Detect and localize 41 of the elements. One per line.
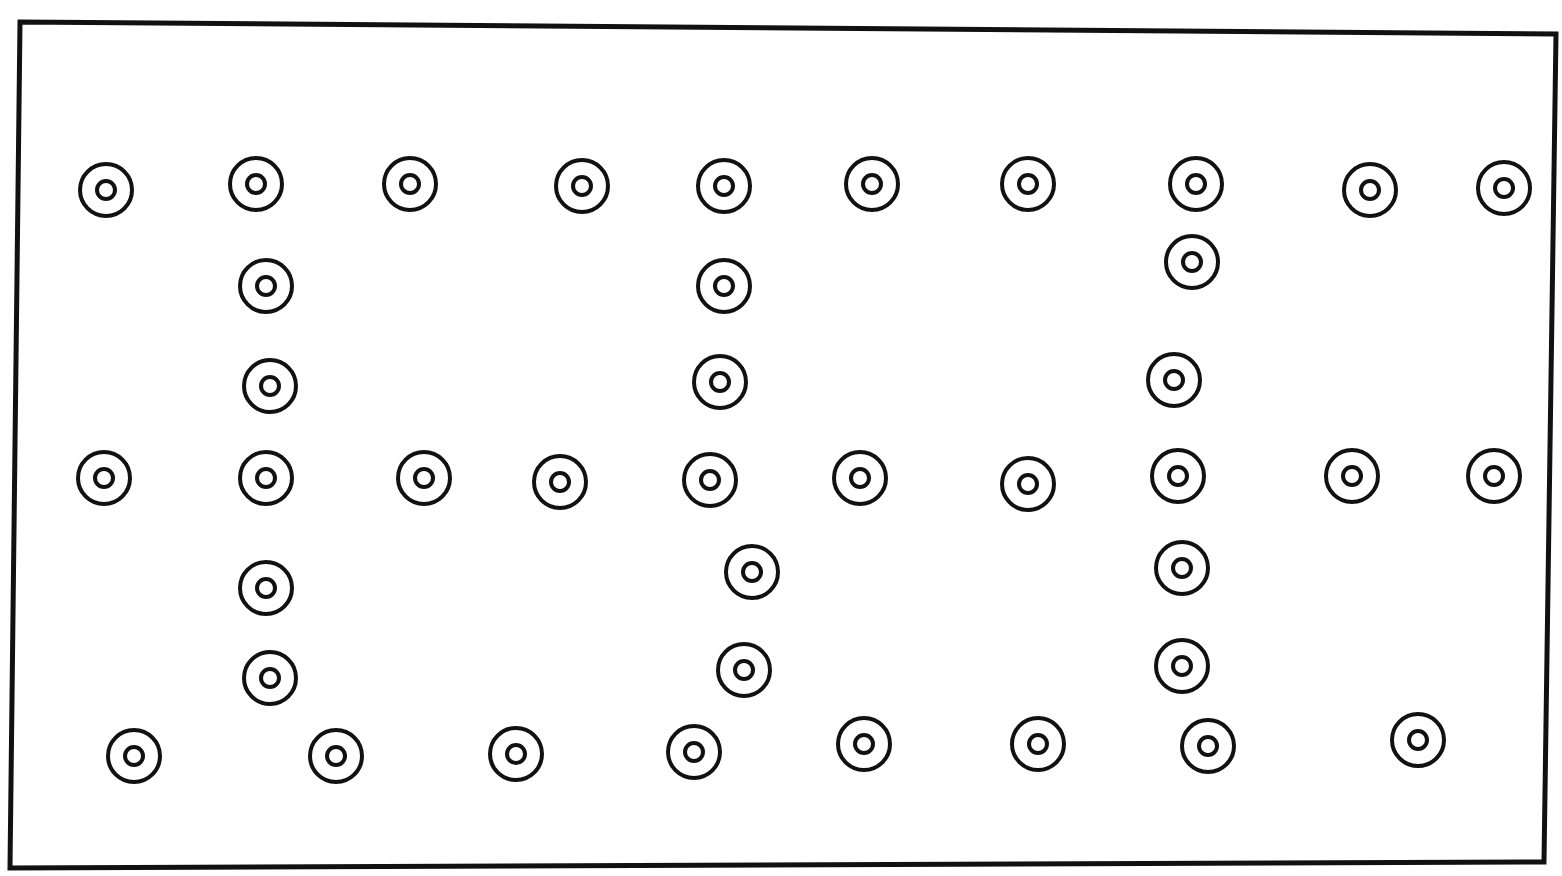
ring-marker bbox=[844, 156, 900, 212]
ring-marker bbox=[696, 258, 752, 314]
ring-marker bbox=[238, 258, 294, 314]
ring-marker bbox=[836, 716, 892, 772]
ring-marker bbox=[1164, 234, 1220, 290]
ring-marker bbox=[1000, 156, 1056, 212]
ring-marker bbox=[238, 560, 294, 616]
ring-marker bbox=[832, 450, 888, 506]
ring-marker bbox=[1146, 352, 1202, 408]
ring-marker bbox=[76, 450, 132, 506]
ring-marker bbox=[724, 544, 780, 600]
ring-marker bbox=[1154, 638, 1210, 694]
ring-marker bbox=[228, 156, 284, 212]
ring-marker bbox=[1466, 448, 1522, 504]
ring-marker bbox=[382, 156, 438, 212]
ring-marker bbox=[696, 158, 752, 214]
ring-marker bbox=[242, 358, 298, 414]
ring-marker bbox=[1324, 448, 1380, 504]
ring-marker bbox=[1168, 156, 1224, 212]
panel-outline bbox=[7, 19, 1559, 871]
ring-marker bbox=[1476, 160, 1532, 216]
ring-marker bbox=[488, 726, 544, 782]
ring-marker bbox=[1000, 456, 1056, 512]
ring-marker bbox=[106, 728, 162, 784]
ring-marker bbox=[532, 454, 588, 510]
ring-marker bbox=[78, 162, 134, 218]
ring-marker bbox=[1010, 716, 1066, 772]
ring-marker bbox=[682, 452, 738, 508]
ring-marker bbox=[242, 650, 298, 706]
ring-marker bbox=[1180, 718, 1236, 774]
ring-marker bbox=[1390, 712, 1446, 768]
ring-marker bbox=[1150, 448, 1206, 504]
ring-marker bbox=[396, 450, 452, 506]
ring-marker bbox=[554, 158, 610, 214]
ring-marker bbox=[1154, 540, 1210, 596]
ring-marker bbox=[238, 450, 294, 506]
ring-marker bbox=[666, 724, 722, 780]
ring-marker bbox=[1342, 162, 1398, 218]
ring-marker bbox=[308, 728, 364, 784]
ring-marker bbox=[716, 642, 772, 698]
ring-marker bbox=[692, 354, 748, 410]
